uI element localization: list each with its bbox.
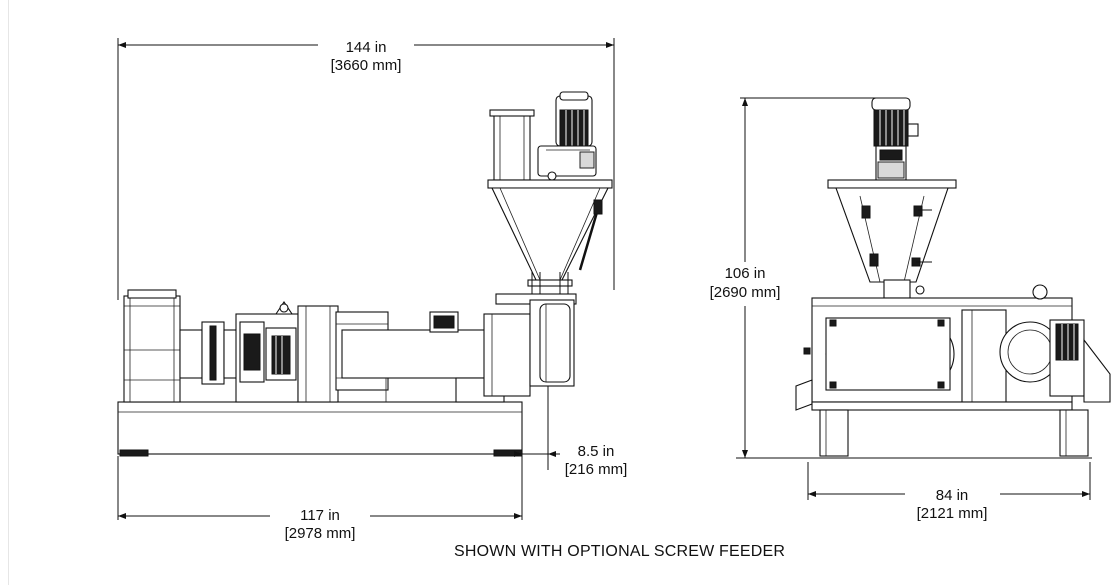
overall-length-metric: [3660 mm] <box>331 57 402 74</box>
page-edge-rule <box>8 0 9 585</box>
offset-metric: [216 mm] <box>565 461 628 478</box>
base-length-dimension: 117 in [2978 mm] <box>118 507 522 542</box>
base-length-metric: [2978 mm] <box>285 525 356 542</box>
offset-imperial: 8.5 in <box>578 443 615 460</box>
roll-housing <box>795 284 1111 411</box>
height-dimension: 106 in [2690 mm] <box>710 97 880 459</box>
front-view: 106 in [2690 mm] <box>710 97 1111 522</box>
overall-length-dimension: 144 in [3660 mm] <box>117 38 615 300</box>
drive-train <box>117 289 575 520</box>
screw-feeder <box>487 91 613 305</box>
drawing-caption: SHOWN WITH OPTIONAL SCREW FEEDER <box>454 543 785 560</box>
height-metric: [2690 mm] <box>710 284 781 301</box>
offset-dimension: 8.5 in [216 mm] <box>514 386 627 478</box>
width-metric: [2121 mm] <box>917 505 988 522</box>
overall-length-imperial: 144 in <box>346 39 387 56</box>
width-imperial: 84 in <box>936 487 969 504</box>
width-dimension: 84 in [2121 mm] <box>807 462 1091 522</box>
base-length-imperial: 117 in <box>300 507 340 524</box>
side-view: 144 in [3660 mm] <box>117 38 627 542</box>
height-imperial: 106 in <box>725 265 766 282</box>
